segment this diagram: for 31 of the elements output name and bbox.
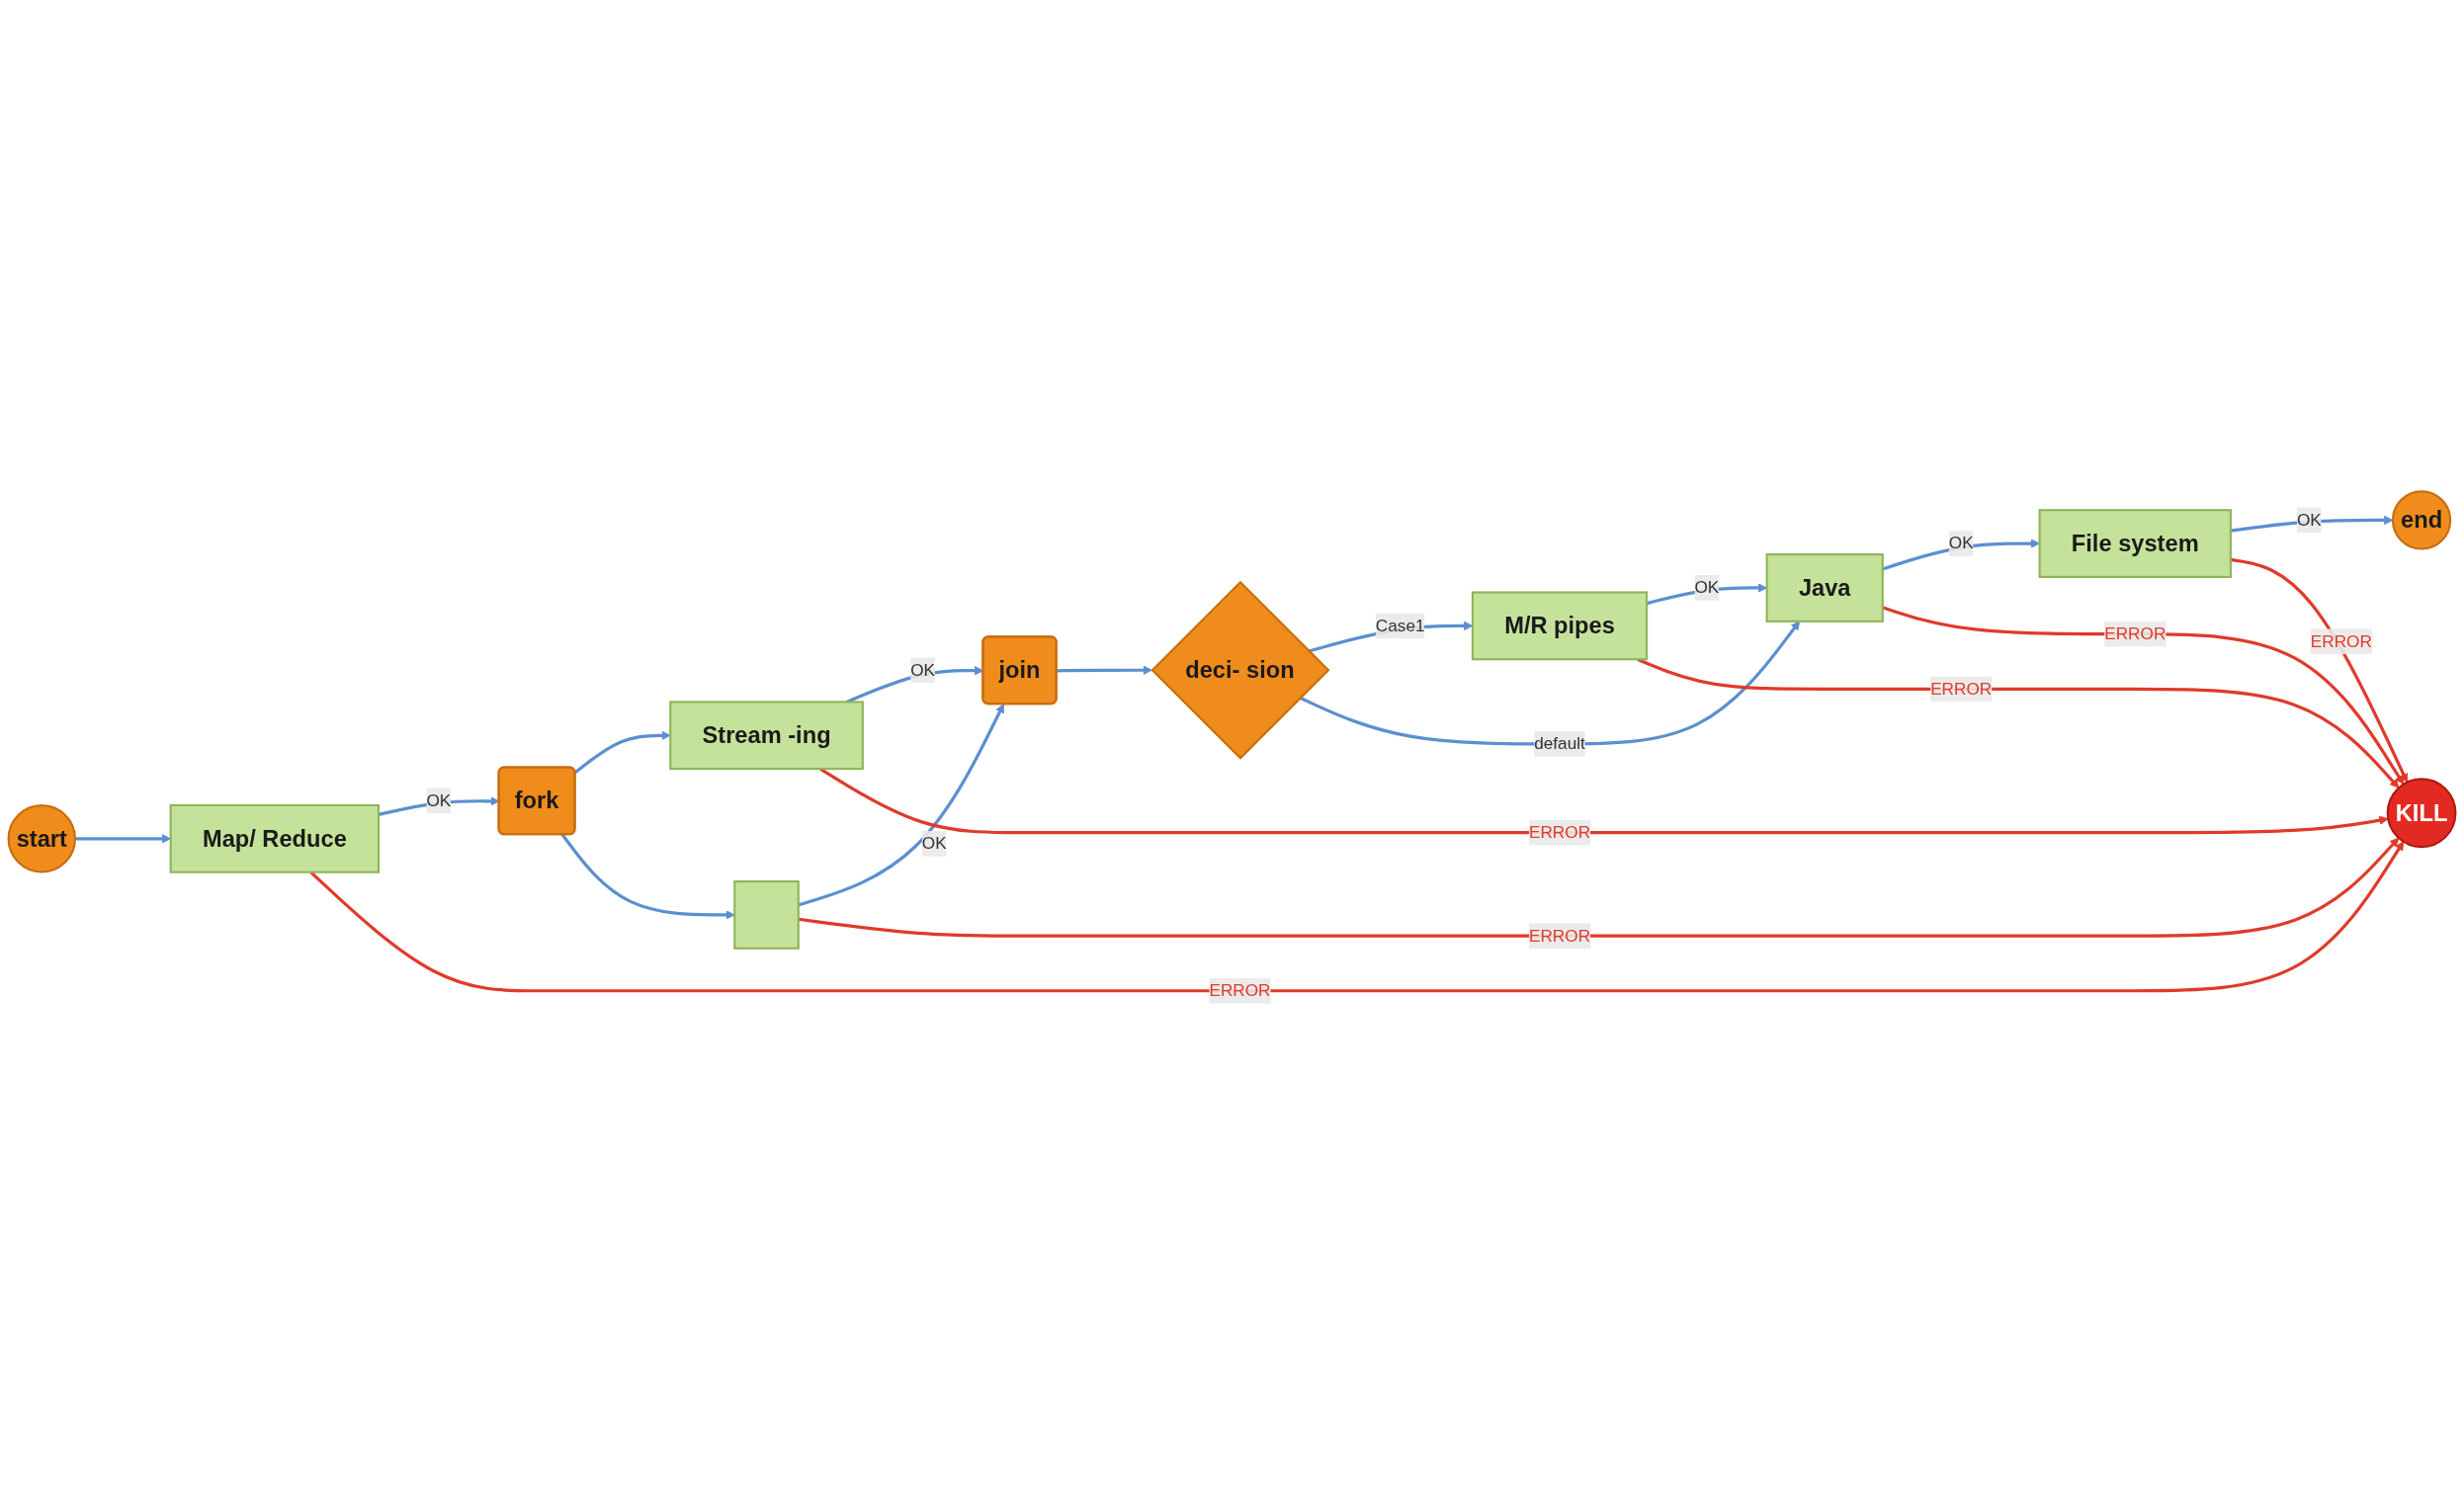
arrow [1882, 606, 2405, 786]
node-box: Stream -ing [669, 701, 864, 771]
edge-label: Case1 [1375, 616, 1425, 634]
arrow [574, 730, 671, 774]
arrow [798, 837, 2400, 938]
edge-label: default [1534, 734, 1585, 753]
edge-label: OK [921, 834, 947, 853]
node-diamond: deci- sion [1150, 580, 1330, 760]
edge-label: ERROR [1930, 679, 1993, 698]
arrow [2230, 557, 2409, 784]
node-box: Java [1765, 553, 1884, 623]
node-box: M/R pipes [1471, 591, 1649, 661]
arrow [1057, 665, 1152, 675]
edge-label: ERROR [1528, 822, 1591, 842]
node-box: Map/ Reduce [169, 803, 381, 873]
edge-label: ERROR [1528, 926, 1591, 945]
edge-label: OK [910, 660, 936, 679]
node-box: File system [2038, 509, 2232, 578]
edge-label: ERROR [2104, 624, 2167, 643]
arrow [309, 841, 2405, 993]
edge-label: OK [2296, 510, 2322, 530]
arrow [798, 704, 1004, 907]
edge-label: ERROR [2310, 631, 2372, 650]
edge-label: ERROR [1209, 981, 1271, 1000]
edge-label: OK [1948, 534, 1974, 552]
node-circle: start [7, 804, 77, 873]
node-box [733, 879, 800, 950]
node-circle: KILL [2386, 778, 2457, 849]
edge-label: OK [1694, 578, 1720, 597]
edge-label: OK [426, 790, 452, 809]
node-circle: end [2391, 490, 2452, 550]
